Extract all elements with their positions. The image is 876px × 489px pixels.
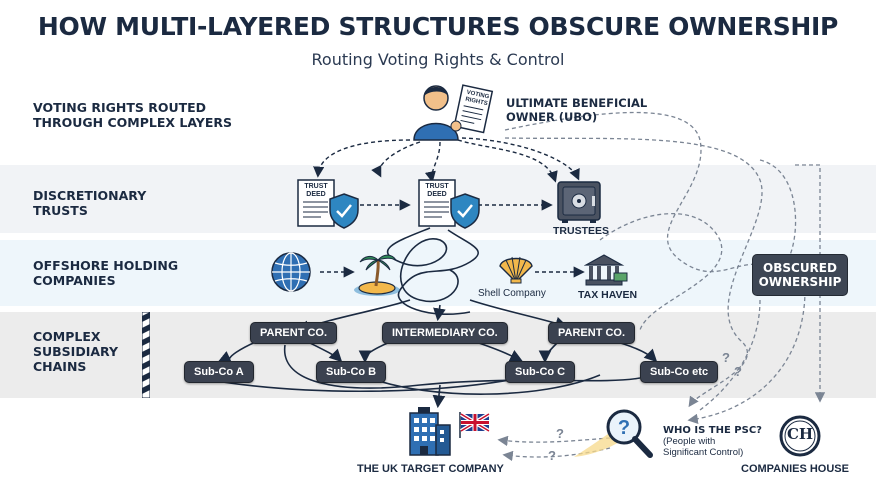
psc-question: WHO IS THE PSC? (People with Significant… (663, 425, 762, 458)
sub-co-etc-node: Sub-Co etc (640, 361, 719, 383)
ubo-label-line: OWNER (UBO) (506, 110, 598, 124)
row-label-line: VOTING RIGHTS ROUTED (33, 100, 207, 115)
uk-target-company-label: THE UK TARGET COMPANY (357, 463, 504, 475)
row-label-line: COMPANIES (33, 273, 116, 288)
sub-co-a-node: Sub-Co A (184, 361, 254, 383)
row-label-trusts: DISCRETIONARY TRUSTS (33, 188, 146, 218)
intermediary-company-node: INTERMEDIARY CO. (382, 322, 508, 344)
shell-company-label: Shell Company (478, 288, 546, 299)
trust-deed-shield-icon: TRUST DEED (417, 178, 481, 230)
parent-company-left-node: PARENT CO. (250, 322, 338, 344)
deed-text-line: DEED (427, 191, 447, 198)
office-building-icon (409, 407, 451, 456)
psc-line: Significant Control) (663, 447, 744, 458)
sub-co-c-node: Sub-Co C (505, 361, 576, 383)
trustees-label: TRUSTEES (553, 225, 610, 237)
tax-haven-label: TAX HAVEN (578, 289, 638, 301)
page-subtitle: Routing Voting Rights & Control (311, 50, 565, 69)
deed-text: TRUST DEED (421, 183, 453, 199)
trust-deed-shield-icon: TRUST DEED (296, 178, 360, 230)
companies-house-label: COMPANIES HOUSE (741, 463, 849, 475)
palm-island-icon (354, 254, 400, 296)
row-label-line: TRUSTS (33, 203, 88, 218)
shell-icon (499, 256, 533, 284)
question-mark: ? (556, 426, 564, 441)
ubo-label-line: ULTIMATE BENEFICIAL (506, 96, 648, 110)
deed-text-line: TRUST (304, 183, 328, 190)
uk-flag-icon (459, 412, 490, 438)
row-label-line: OFFSHORE HOLDING (33, 258, 179, 273)
obscured-line: OBSCURED (763, 261, 837, 275)
psc-line: (People with (663, 436, 716, 447)
question-mark: ? (734, 364, 742, 379)
svg-text:?: ? (618, 417, 630, 439)
row-label-offshore: OFFSHORE HOLDING COMPANIES (33, 258, 178, 288)
obscured-ownership-badge: OBSCURED OWNERSHIP (752, 254, 848, 296)
question-mark: ? (548, 448, 556, 463)
row-label-line: COMPLEX (33, 329, 101, 344)
obscured-line: OWNERSHIP (758, 275, 842, 289)
row-label-line: SUBSIDIARY (33, 344, 119, 359)
row-label-subsidiary: COMPLEX SUBSIDIARY CHAINS (33, 329, 118, 374)
parent-company-right-node: PARENT CO. (548, 322, 636, 344)
companies-house-monogram: CH (786, 425, 814, 443)
companies-house-logo-icon (779, 415, 821, 457)
deed-text-line: DEED (306, 191, 326, 198)
sub-co-b-node: Sub-Co B (316, 361, 387, 383)
magnifier-question-icon: ? (574, 409, 653, 458)
row-label-line: CHAINS (33, 359, 87, 374)
globe-icon (271, 252, 311, 292)
deed-text: TRUST DEED (300, 183, 332, 199)
psc-title: WHO IS THE PSC? (663, 425, 762, 436)
person-with-document-icon (413, 84, 494, 141)
deed-text-line: TRUST (425, 183, 449, 190)
safe-icon (557, 181, 601, 223)
row-label-line: THROUGH COMPLEX LAYERS (33, 115, 233, 130)
question-mark: ? (722, 350, 730, 365)
ubo-label: ULTIMATE BENEFICIAL OWNER (UBO) (506, 96, 647, 124)
row-label-voting: VOTING RIGHTS ROUTED THROUGH COMPLEX LAY… (33, 100, 232, 130)
barrier-post-icon (142, 312, 150, 398)
row-label-line: DISCRETIONARY (33, 188, 147, 203)
page-title: HOW MULTI-LAYERED STRUCTURES OBSCURE OWN… (37, 12, 839, 41)
bank-icon (584, 254, 628, 286)
